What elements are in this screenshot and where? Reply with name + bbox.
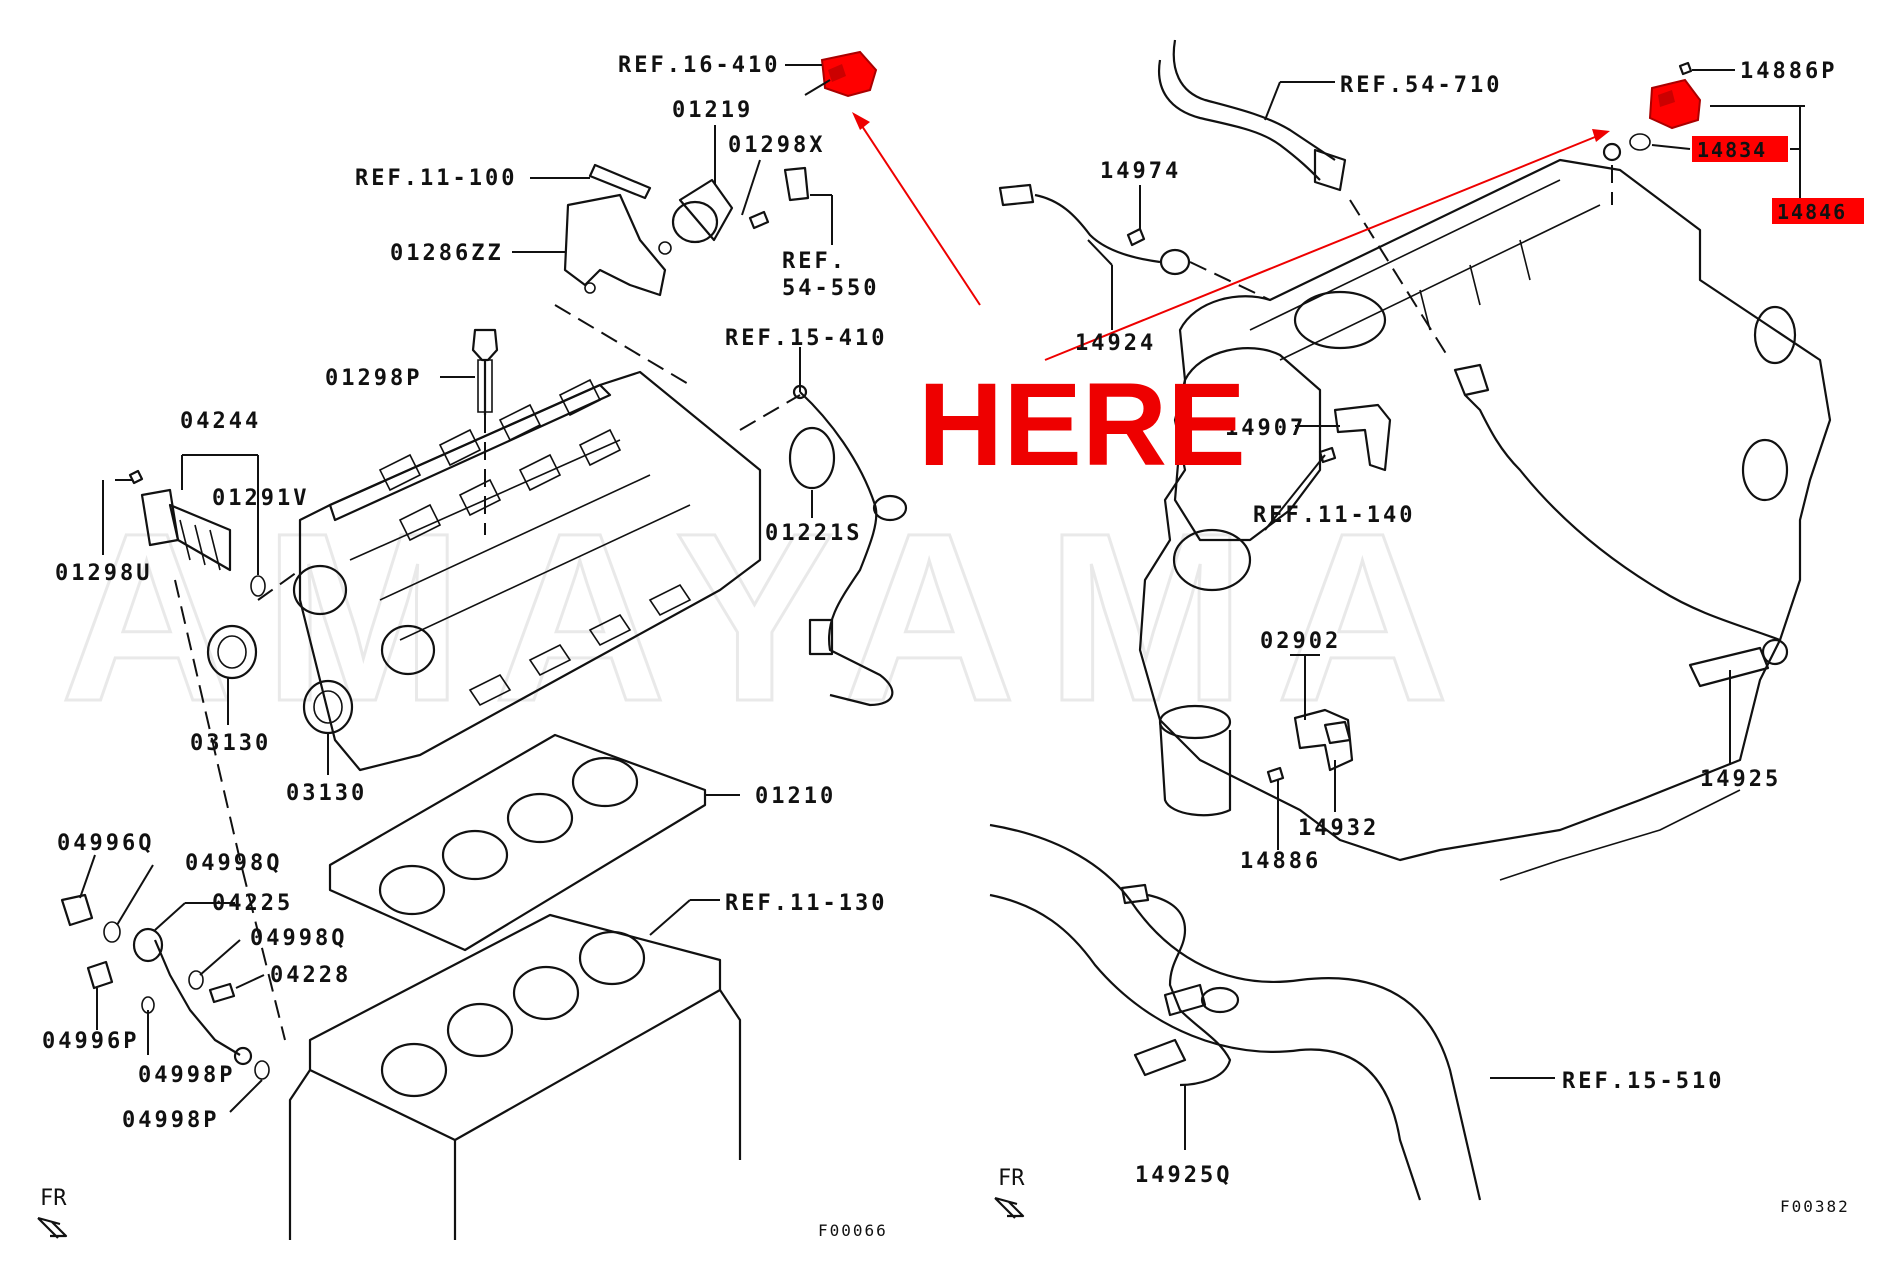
cylinder-head [292,370,762,772]
label-04996q: 04996Q [57,831,154,856]
o2-sensor-14925 [1453,363,1789,688]
label-14924: 14924 [1075,331,1156,356]
washer-04998q-b [188,970,204,990]
label-04996p: 04996P [42,1029,139,1054]
code-right: F00382 [1780,1197,1850,1216]
label-03130-a: 03130 [190,731,271,756]
label-01286zz: 01286ZZ [390,241,504,266]
highlight-14846: 14846 [1772,198,1864,224]
washer-04998p-b [254,1060,270,1080]
label-01210: 01210 [755,784,836,809]
pipe-ref-11-100 [588,163,652,200]
knock-sensor-14924 [998,183,1191,276]
label-01291v: 01291V [212,486,309,511]
label-14974: 14974 [1100,159,1181,184]
leader-lines-left [79,64,833,1113]
red-sensor-14846 [1602,61,1702,162]
fr-arrow-left: FR [37,1186,67,1239]
assembly-lines-right [1189,165,1613,361]
leader-lines-right [1087,69,1805,1150]
plug-01221s [788,426,836,490]
label-14907: 14907 [1225,416,1306,441]
label-ref-16-410: REF.16-410 [618,53,780,78]
label-14925: 14925 [1700,767,1781,792]
code-left: F00066 [818,1221,888,1240]
engine-block [1138,158,1832,881]
highlight-14834: 14834 [1692,136,1788,162]
label-14886: 14886 [1240,849,1321,874]
label-ref-54-550-a: REF. [782,249,847,274]
label-01221s: 01221S [765,521,862,546]
here-callout: HERE [918,359,1246,491]
label-04998q-a: 04998Q [185,851,282,876]
o2-sensor-14925q [1120,883,1240,1087]
label-ref-15-410: REF.15-410 [725,326,887,351]
svg-text:FR: FR [40,1186,67,1211]
left-diagram: REF.16-410 01219 01298X REF.11-100 01286… [37,50,908,1240]
label-01298p: 01298P [325,366,422,391]
svg-text:FR: FR [998,1166,1025,1191]
connector-ref-54-550 [783,166,810,202]
seals-03130 [206,624,354,735]
label-14834: 14834 [1697,138,1767,162]
sensor-14907 [1333,403,1392,472]
label-04228: 04228 [270,963,351,988]
oring-01291v [250,575,266,597]
label-04225: 04225 [212,891,293,916]
label-03130-b: 03130 [286,781,367,806]
label-04998p-b: 04998P [122,1108,219,1133]
washer-04998q-a [103,921,121,943]
label-ref-54-710: REF.54-710 [1340,73,1502,98]
watermark-text: AMAYAMA [60,483,1479,751]
label-04998q-b: 04998Q [250,926,347,951]
label-01219: 01219 [672,98,753,123]
label-14846: 14846 [1777,200,1847,224]
label-14886p: 14886P [1740,59,1837,84]
cylinder-block-ref-11-130 [288,913,742,1240]
red-sensor-ref-16-410 [820,50,878,98]
oil-pipe-04225 [132,927,253,1066]
harness-ref-15-410 [792,384,908,707]
label-14932: 14932 [1298,816,1379,841]
ocv-solenoid-04244 [128,469,232,572]
cover-bracket-01286zz [563,193,667,297]
label-ref-15-510: REF.15-510 [1562,1069,1724,1094]
bolt-04996q [60,893,94,927]
cam-sensor-01219 [658,178,734,255]
bolt-01298x [748,210,770,230]
bolt-04228 [208,982,236,1004]
label-14925q: 14925Q [1135,1163,1232,1188]
label-ref-54-550-b: 54-550 [782,276,879,301]
label-04998p-a: 04998P [138,1063,235,1088]
head-gasket-01210 [328,733,707,952]
harness-ref-54-710 [1157,39,1347,192]
crank-sensor-14932 [1266,708,1354,784]
assembly-lines-left [174,304,801,1041]
red-arrows [852,112,1610,361]
bolt-04996p [86,960,114,990]
watermark: AMAYAMA [59,482,1479,753]
label-ref-11-100: REF.11-100 [355,166,517,191]
label-01298x: 01298X [728,133,825,158]
label-ref-11-140: REF.11-140 [1253,503,1415,528]
cam-lobes [378,378,622,542]
right-diagram: REF.54-710 14886P 14834 14846 14974 1492… [852,39,1864,1219]
label-04244: 04244 [180,409,261,434]
label-02902: 02902 [1260,629,1341,654]
label-01298u: 01298U [55,561,152,586]
fr-arrow-right: FR [994,1166,1025,1219]
label-ref-11-130: REF.11-130 [725,891,887,916]
exhaust-pipe-ref-15-510 [989,823,1482,1201]
bolt-01298p [471,328,499,415]
